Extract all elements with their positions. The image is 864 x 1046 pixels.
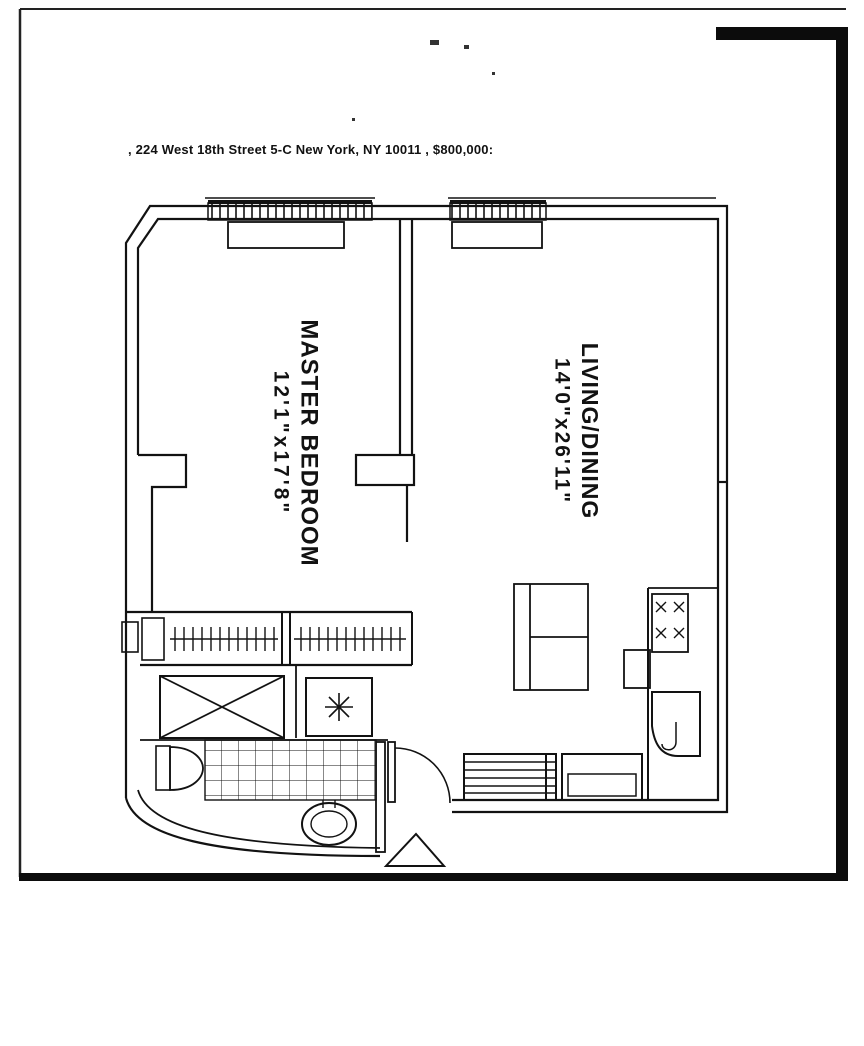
entry — [375, 741, 451, 867]
apartment-walls — [124, 197, 729, 814]
address-header: , 224 West 18th Street 5-C New York, NY … — [128, 142, 494, 157]
triangle-marker — [383, 832, 447, 867]
bathroom-sink — [301, 800, 357, 846]
sofa — [513, 583, 589, 691]
radiator-living — [451, 221, 543, 249]
living-dining-dimensions: 14'0"x26'11" — [551, 358, 574, 504]
stove-burners — [655, 601, 685, 639]
room-labels: 12'1"x17'8" MASTER BEDROOM 14'0"x26'11" … — [270, 319, 604, 566]
star-symbol — [325, 693, 353, 721]
dividing-wall — [354, 219, 416, 542]
radiator-bedroom — [227, 221, 345, 249]
scan-specks — [352, 40, 495, 121]
toilet — [155, 745, 204, 791]
entry-door — [387, 741, 396, 803]
scan-border — [18, 8, 848, 881]
shower-stall — [159, 675, 285, 739]
entry-partition-wall — [375, 741, 386, 853]
bathroom-floor-tiles — [204, 739, 377, 801]
shelf-unit — [463, 753, 557, 801]
master-bedroom-label: MASTER BEDROOM — [296, 319, 323, 566]
living-dining-label: LIVING/DINING — [577, 343, 603, 520]
closets — [121, 612, 413, 667]
light-fixture-box — [305, 677, 373, 737]
master-bedroom-dimensions: 12'1"x17'8" — [270, 371, 293, 516]
curved-wall-outer — [124, 797, 381, 858]
bedroom-window — [207, 200, 373, 221]
kitchen-counter-box — [623, 649, 651, 689]
curved-wall-inner — [137, 789, 381, 849]
living-window — [449, 200, 547, 221]
stove — [651, 593, 689, 653]
bathroom — [124, 665, 388, 858]
kitchen-sink — [651, 691, 701, 757]
door-swing-arc — [394, 747, 451, 804]
kitchen — [623, 587, 718, 800]
cabinet — [561, 753, 643, 801]
